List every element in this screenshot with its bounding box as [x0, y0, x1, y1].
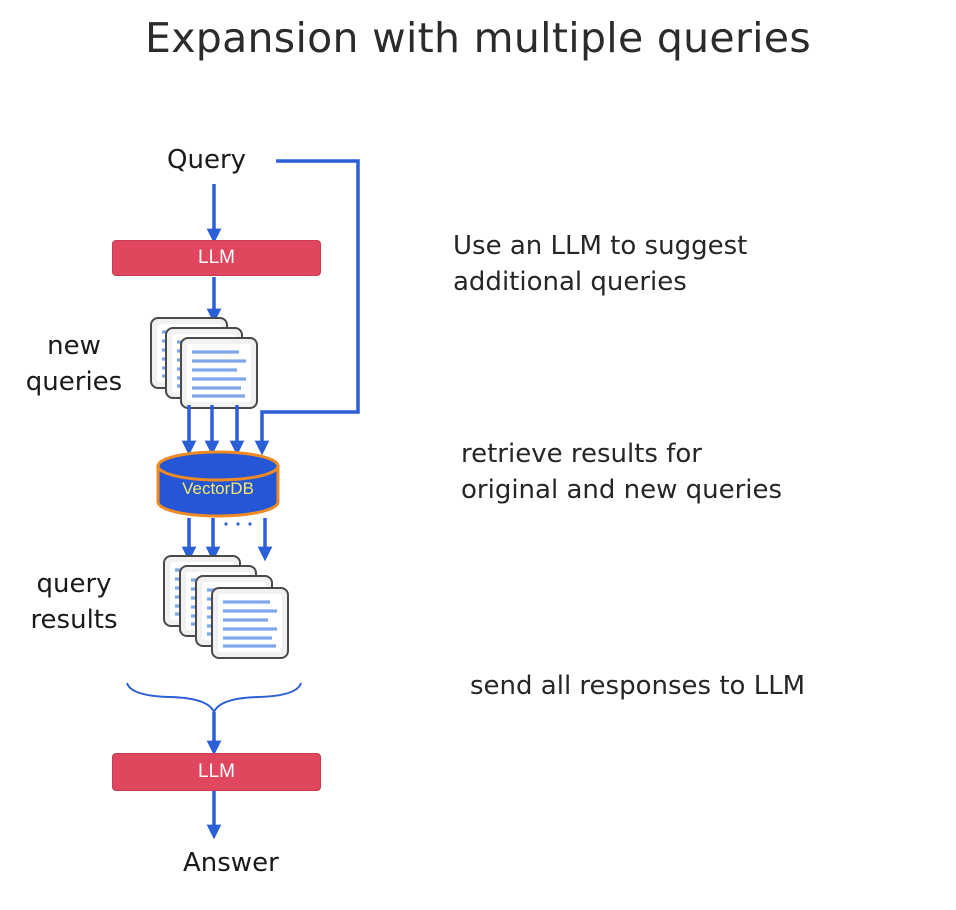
step3-description: send all responses to LLM — [470, 668, 805, 704]
step3-line-1: send all responses to LLM — [470, 671, 806, 701]
step1-line-1: Use an LLM to suggest — [453, 231, 748, 261]
query-results-line-2: results — [30, 605, 118, 635]
step1-description: Use an LLM to suggest additional queries — [453, 228, 747, 300]
step2-description: retrieve results for original and new qu… — [461, 436, 782, 508]
query-results-doc-stack-icon — [162, 554, 290, 660]
brace-icon — [126, 682, 302, 715]
step1-line-2: additional queries — [453, 267, 687, 297]
vectordb-label: VectorDB — [182, 479, 254, 498]
llm-bottom-label: LLM — [198, 761, 235, 782]
step2-line-1: retrieve results for — [461, 439, 702, 469]
llm-top-label: LLM — [198, 247, 235, 268]
llm-top-box: LLM — [112, 240, 321, 276]
bypass-arrow — [254, 159, 360, 456]
database-cylinder-icon — [156, 450, 280, 518]
query-results-label: query results — [10, 566, 138, 638]
new-queries-line-2: queries — [25, 367, 123, 397]
query-label: Query — [167, 145, 247, 175]
step2-line-2: original and new queries — [461, 475, 783, 505]
new-queries-doc-stack-icon — [149, 316, 259, 410]
query-results-line-1: query — [36, 569, 112, 599]
page-title: Expansion with multiple queries — [144, 14, 811, 62]
llm-bottom-box: LLM — [112, 753, 321, 791]
new-queries-label: new queries — [10, 328, 138, 400]
answer-label: Answer — [183, 848, 279, 878]
new-queries-line-1: new — [47, 331, 101, 361]
